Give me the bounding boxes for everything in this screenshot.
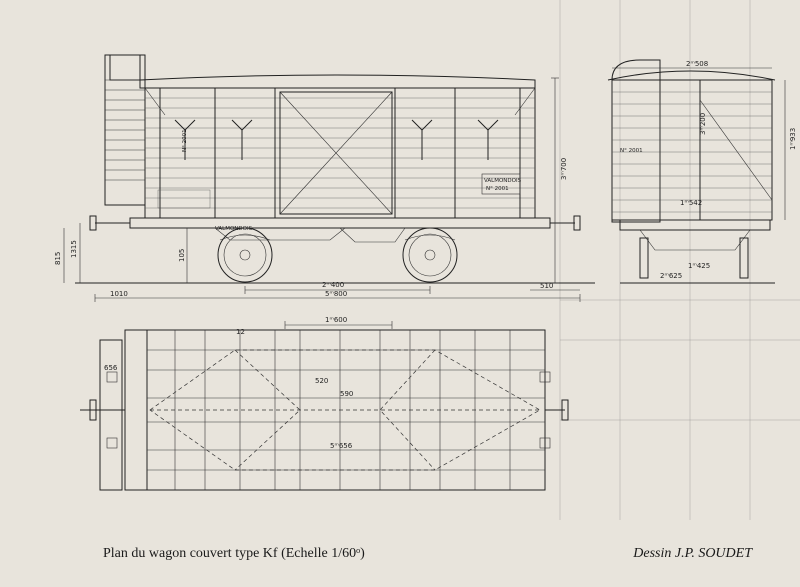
end-number-marking: N° 2001 (620, 148, 643, 154)
dim-end-overall: 2ᵐ625 (660, 272, 682, 280)
dim-end-height: 1ᵐ933 (789, 128, 797, 150)
plan-diagonals (149, 349, 541, 471)
dim-overhang-right: 510 (540, 282, 553, 290)
wagon-roof (139, 74, 536, 89)
dim-buffer-height: 1315 (70, 240, 78, 258)
end-roof (607, 70, 776, 81)
dim-plan-520: 520 (315, 377, 328, 385)
wheels (217, 227, 458, 283)
sliding-door (279, 91, 393, 215)
dim-end-width: 2ᵐ508 (686, 60, 708, 68)
body-planks (145, 97, 535, 209)
plan-longitudinals (147, 349, 545, 471)
dim-length-over-body: 5ᵐ800 (325, 290, 347, 298)
dim-end-inner-width: 1ᵐ542 (680, 199, 702, 207)
dim-wheelbase: 2ᵐ400 (322, 281, 344, 289)
drawing-author: Dessin J.P. SOUDET (633, 546, 752, 561)
dim-frame-height: 815 (54, 252, 62, 265)
wagon-body (144, 87, 536, 219)
depot-marking: VALMONDOIS (215, 226, 253, 232)
plan-view: 1ᵐ600 5ᵐ656 590 520 656 12 (80, 316, 569, 491)
drawing-caption: Plan du wagon couvert type Kf (Echelle 1… (103, 546, 365, 561)
dim-axle-height: 105 (178, 249, 186, 262)
dim-plan-12: 12 (236, 328, 245, 336)
brake-cabin (104, 54, 146, 206)
dim-total-height: 3ᵐ700 (560, 158, 568, 180)
dim-end-track: 1ᵐ425 (688, 262, 710, 270)
side-dimensions (63, 77, 581, 302)
underframe (89, 215, 581, 243)
tie-rings (174, 119, 499, 160)
side-view: N° 2001 VALMONDOIS VALMONDOIS N° 2001 (54, 54, 595, 302)
number-marking-left: N° 2001 (182, 129, 188, 152)
dim-door-opening: 1ᵐ600 (325, 316, 347, 324)
plate-number: N° 2001 (486, 186, 509, 192)
body-stanchions (159, 88, 521, 218)
plate-marking: VALMONDOIS (484, 178, 522, 184)
dim-plan-656: 656 (104, 364, 118, 372)
dim-plan-590: 590 (340, 390, 353, 398)
end-view: N° 2001 2ᵐ508 1ᵐ933 3ᵐ200 1ᵐ542 1ᵐ425 2ᵐ… (607, 59, 797, 284)
dim-end-side-height: 3ᵐ200 (699, 113, 707, 135)
plan-buffers (80, 371, 569, 449)
dim-plan-length: 5ᵐ656 (330, 442, 353, 450)
background-table-ghost (559, 0, 800, 520)
dim-overhang-left: 1010 (110, 290, 128, 298)
end-planks (612, 91, 772, 213)
